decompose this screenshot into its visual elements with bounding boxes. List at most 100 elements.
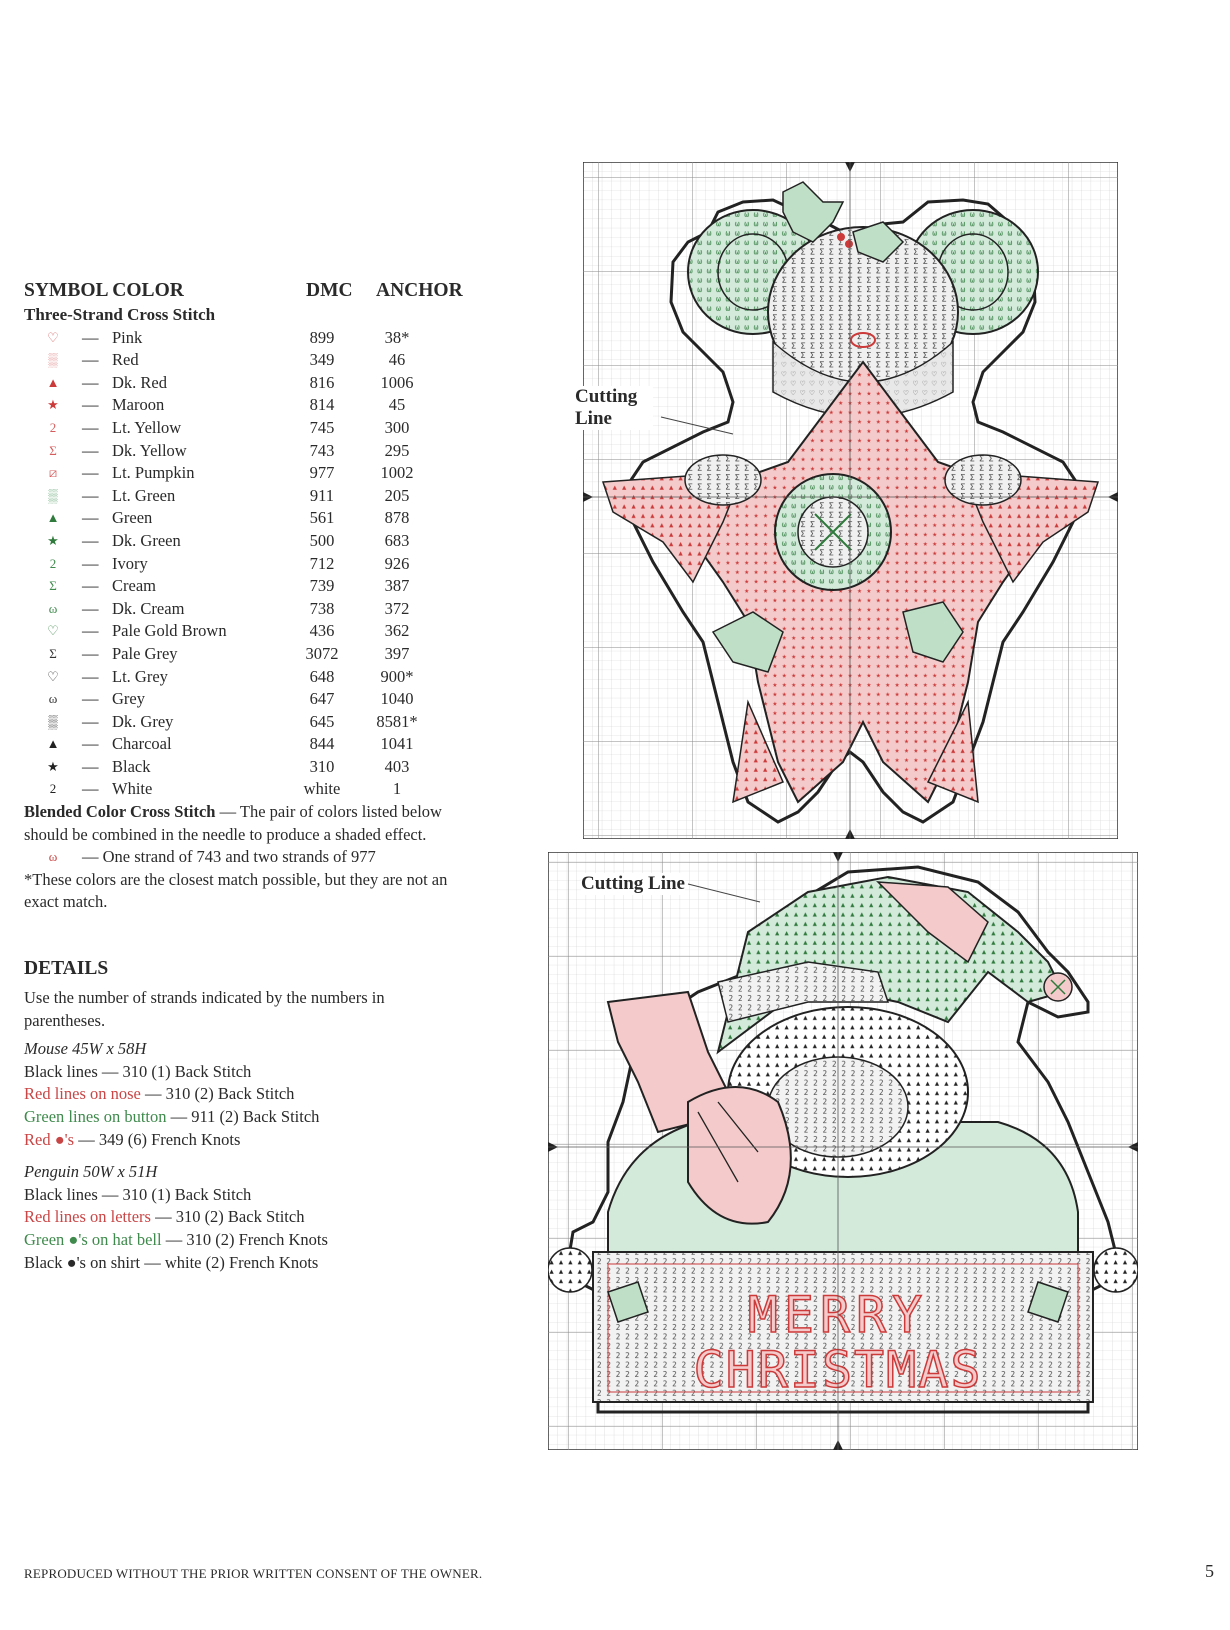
key-dash: —: [82, 463, 99, 483]
key-symbol: Σ: [49, 578, 57, 594]
key-anchor: 683: [384, 530, 410, 550]
key-dash: —: [82, 666, 99, 686]
key-symbol: ▒: [48, 352, 58, 368]
key-color-name: Maroon: [112, 395, 165, 415]
key-dmc: 500: [309, 530, 335, 550]
key-dash: —: [82, 576, 99, 596]
details-intro: Use the number of strands indicated by t…: [24, 988, 385, 1030]
key-symbol: ★: [47, 532, 59, 548]
key-color-name: Dk. Grey: [112, 711, 174, 731]
key-symbol: 2: [49, 781, 57, 797]
penguin-chart-svg: 2 ▲ ▲: [547, 851, 1139, 1451]
key-dmc: white: [303, 779, 341, 799]
key-dash: —: [82, 485, 99, 505]
detail-line-rest: — 911 (2) Back Stitch: [166, 1106, 320, 1126]
key-color-name: Green: [112, 508, 153, 528]
key-dmc: 738: [309, 598, 335, 618]
key-symbol: Σ: [49, 645, 57, 661]
key-dash: —: [82, 395, 99, 415]
christmas-letters: CHRISTMAS: [694, 1341, 983, 1399]
key-color-name: Pale Gold Brown: [112, 621, 227, 641]
detail-line: Black lines — 310 (1) Back Stitch: [24, 1061, 464, 1084]
key-color-name: Ivory: [112, 553, 148, 573]
key-dmc: 3072: [305, 643, 339, 663]
key-color-name: Lt. Yellow: [112, 417, 182, 437]
key-symbol: ω: [48, 691, 58, 707]
detail-line: Green lines on button — 911 (2) Back Sti…: [24, 1106, 464, 1129]
key-anchor: 403: [384, 756, 410, 776]
key-color-name: Dk. Red: [112, 372, 167, 392]
key-symbol: ★: [47, 397, 59, 413]
key-symbol: ♡: [47, 329, 59, 345]
detail-line-rest: — 349 (6) French Knots: [74, 1129, 241, 1149]
footnote: *These colors are the closest match poss…: [24, 869, 448, 912]
key-anchor: 926: [384, 553, 410, 573]
key-dash: —: [82, 530, 99, 550]
key-dmc: 745: [309, 417, 335, 437]
key-dash: —: [82, 350, 99, 370]
key-anchor: 38*: [384, 327, 410, 347]
key-color-name: White: [112, 779, 153, 799]
key-dash: —: [82, 643, 99, 663]
key-anchor: 300: [384, 417, 410, 437]
key-dmc: 648: [309, 666, 335, 686]
key-dash: —: [82, 553, 99, 573]
key-dmc: 911: [309, 485, 335, 505]
mouse-chart-svg: ★ ▲ ω Σ ♡: [582, 161, 1119, 840]
key-color-name: Black: [112, 756, 151, 776]
key-dash: —: [82, 598, 99, 618]
detail-line-rest: — 310 (1) Back Stitch: [97, 1184, 252, 1204]
key-anchor: 205: [384, 485, 410, 505]
key-anchor: 372: [384, 598, 410, 618]
blended-symbol: ω: [48, 849, 58, 865]
page-number: 5: [1205, 1561, 1214, 1581]
detail-line-label: Green ●'s on hat bell: [24, 1229, 162, 1249]
key-anchor: 1: [392, 779, 402, 799]
key-color-name: Dk. Yellow: [112, 440, 187, 460]
key-anchor: 1002: [380, 463, 414, 483]
detail-line-rest: — 310 (2) Back Stitch: [140, 1084, 295, 1104]
detail-line-label: Green lines on button: [24, 1106, 167, 1126]
key-dash: —: [82, 417, 99, 437]
key-dash: —: [82, 372, 99, 392]
key-dash: —: [82, 327, 99, 347]
detail-line-rest: — 310 (2) Back Stitch: [150, 1207, 305, 1227]
key-color-name: Lt. Green: [112, 485, 176, 505]
key-dash: —: [82, 756, 99, 776]
detail-line: Red lines on letters — 310 (2) Back Stit…: [24, 1206, 464, 1229]
key-dash: —: [82, 621, 99, 641]
key-anchor: 1006: [380, 372, 414, 392]
key-color-name: Dk. Cream: [112, 598, 185, 618]
key-color-name: Lt. Grey: [112, 666, 168, 686]
detail-line: Black ●'s on shirt — white (2) French Kn…: [24, 1252, 464, 1275]
key-dmc: 647: [309, 689, 335, 709]
key-dmc: 814: [309, 395, 335, 415]
key-symbol: ▲: [46, 510, 60, 526]
blended-title: Blended Color Cross Stitch: [24, 802, 216, 822]
key-header-dmc: DMC: [306, 280, 353, 301]
key-symbol: ▲: [46, 374, 60, 390]
copyright-footer: REPRODUCED WITHOUT THE PRIOR WRITTEN CON…: [24, 1566, 483, 1581]
key-dash: —: [82, 689, 99, 709]
key-dash: —: [82, 508, 99, 528]
key-color-name: Pale Grey: [112, 643, 178, 663]
key-color-name: Dk. Green: [112, 530, 181, 550]
key-symbol: ▒: [48, 487, 58, 503]
blended-text: — The pair of colors listed below should…: [24, 802, 442, 844]
detail-line-rest: — 310 (1) Back Stitch: [97, 1061, 252, 1081]
key-dmc: 349: [309, 350, 335, 370]
key-dash: —: [82, 440, 99, 460]
key-symbol: ▲: [46, 736, 60, 752]
key-dmc: 310: [309, 756, 335, 776]
detail-line-label: Black lines: [24, 1184, 98, 1204]
detail-line-label: Black ●'s on shirt: [24, 1252, 141, 1272]
detail-line-label: Black lines: [24, 1061, 98, 1081]
